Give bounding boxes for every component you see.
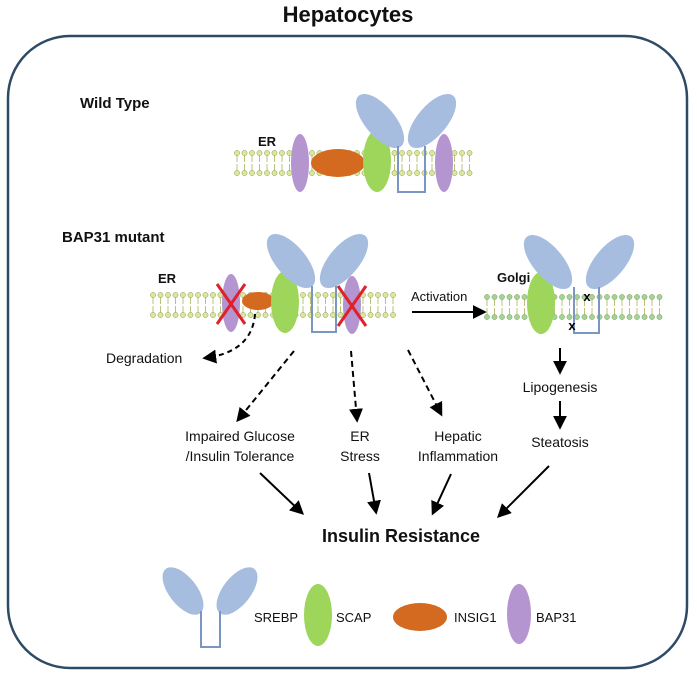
arrow-glucose-to-ir xyxy=(259,472,305,515)
activation-label: Activation xyxy=(411,289,467,304)
legend: SREBP SCAP INSIG1 BAP31 xyxy=(162,567,576,648)
golgi-srebp xyxy=(523,234,635,334)
wt-insig1 xyxy=(311,149,365,177)
wild-type-proteins xyxy=(291,93,457,193)
lipogenesis-label: Lipogenesis xyxy=(523,379,598,395)
golgi-cleavage-mark-upper: x xyxy=(583,289,591,304)
wt-scap xyxy=(363,130,391,192)
wt-bap31-right xyxy=(435,134,453,192)
mut-bap31-right-cross-icon xyxy=(336,285,368,327)
legend-bap31-icon xyxy=(507,584,531,644)
mut-bap31-left-cross-icon xyxy=(215,283,247,325)
golgi-scap xyxy=(527,272,555,334)
legend-insig1-icon xyxy=(393,603,447,631)
wild-type-heading: Wild Type xyxy=(80,95,150,112)
mutant-heading: BAP31 mutant xyxy=(62,229,165,246)
steatosis-label: Steatosis xyxy=(531,434,589,450)
mutant-proteins xyxy=(215,233,369,334)
mutant-er-label: ER xyxy=(158,271,177,286)
degradation-label: Degradation xyxy=(106,350,182,366)
insulin-resistance-label: Insulin Resistance xyxy=(322,526,480,546)
legend-bap31-label: BAP31 xyxy=(536,610,576,625)
cell-boundary xyxy=(6,34,689,670)
legend-srebp-icon xyxy=(162,567,258,648)
glucose-label-line1: Impaired Glucose xyxy=(185,428,295,444)
mut-insig1 xyxy=(242,292,274,310)
mut-scap xyxy=(271,271,299,333)
er-stress-label-line1: ER xyxy=(350,428,369,444)
hepatic-label-line2: Inflammation xyxy=(418,448,498,464)
arrow-to-hepatic xyxy=(407,349,443,417)
arrow-steatosis-to-ir xyxy=(497,465,550,518)
glucose-label-line2: /Insulin Tolerance xyxy=(186,448,295,464)
wt-srebp xyxy=(355,93,457,193)
mut-srebp xyxy=(266,233,369,333)
arrow-er-stress-to-ir xyxy=(367,472,381,515)
arrow-hepatic-to-ir xyxy=(431,473,452,516)
hepatic-label-line1: Hepatic xyxy=(434,428,481,444)
er-stress-label-line2: Stress xyxy=(340,448,380,464)
arrow-to-er-stress xyxy=(349,350,364,423)
wild-type-er-label: ER xyxy=(258,134,277,149)
golgi-label: Golgi xyxy=(497,270,530,285)
golgi-proteins: x x xyxy=(523,234,635,334)
wt-bap31-left xyxy=(291,134,309,192)
golgi-cleavage-mark-lower: x xyxy=(568,318,576,333)
diagram-title: Hepatocytes xyxy=(283,2,414,27)
degradation-arrow xyxy=(202,313,256,364)
legend-srebp-label: SREBP xyxy=(254,610,298,625)
legend-insig1-label: INSIG1 xyxy=(454,610,497,625)
legend-scap-label: SCAP xyxy=(336,610,371,625)
arrow-to-glucose xyxy=(236,350,295,423)
legend-scap-icon xyxy=(304,584,332,646)
